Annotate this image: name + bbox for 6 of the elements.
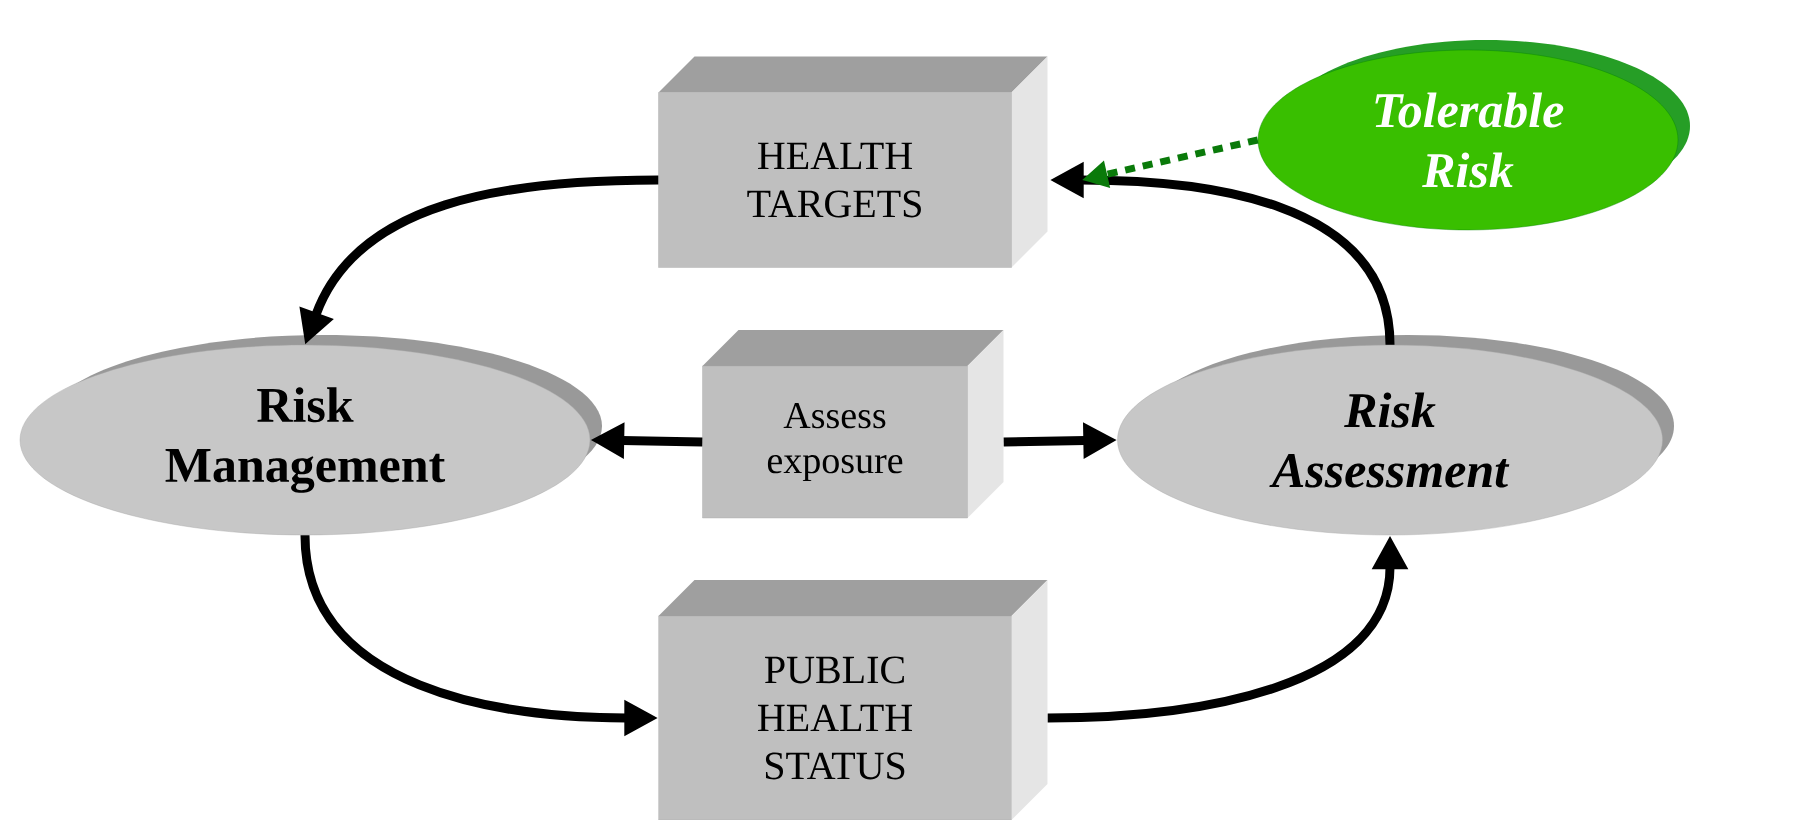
ellipse-node: Tolerable Risk <box>1257 40 1690 231</box>
box-node: HEALTH TARGETS <box>658 56 1048 268</box>
box-node: PUBLIC HEALTH STATUS <box>658 580 1048 820</box>
ellipse-node: Risk Management <box>19 335 602 536</box>
ellipse-node: Risk Assessment <box>1117 335 1674 536</box>
box-node: Assess exposure <box>702 330 1004 519</box>
